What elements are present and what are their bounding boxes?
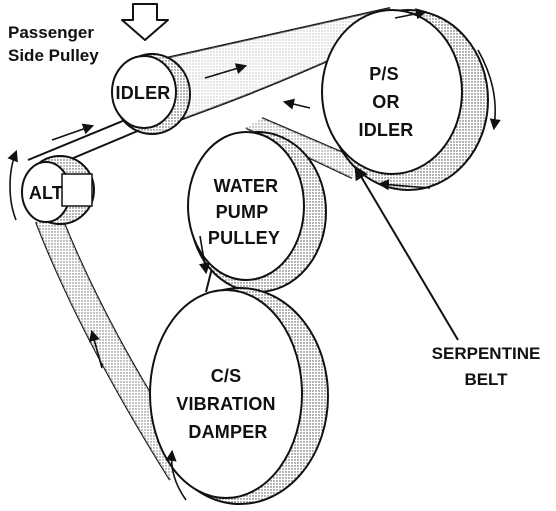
arrow-lower-mid: [282, 98, 311, 110]
down-arrow-icon: [121, 3, 169, 41]
arrow-left-up: [89, 329, 103, 369]
ps-idler-pulley: P/S OR IDLER: [321, 9, 489, 191]
alt-label: ALT: [29, 183, 63, 203]
alt-pulley: ALT: [21, 155, 95, 225]
cs-damper-label-line3: DAMPER: [188, 422, 267, 442]
arrow-alt-rotation: [7, 149, 18, 221]
water-pump-label-line1: WATER: [214, 176, 279, 196]
arrow-damper-bottom: [165, 449, 187, 501]
idler-label: IDLER: [116, 83, 171, 103]
ps-idler-label-line1: P/S: [369, 64, 399, 84]
water-pump-pulley: WATER PUMP PULLEY: [187, 131, 327, 293]
arrow-ps-bottom: [377, 179, 431, 191]
ps-idler-label-line2: OR: [372, 92, 399, 112]
water-pump-label-line2: PUMP: [216, 202, 269, 222]
rotation-arrows: [7, 8, 501, 501]
serpentine-label-line1: SERPENTINE: [432, 344, 541, 363]
ps-idler-label-line3: IDLER: [359, 120, 414, 140]
belt-texture: [36, 8, 390, 480]
arrow-alt-to-idler: [51, 123, 95, 141]
passenger-side-callout: Passenger Side Pulley: [8, 3, 169, 65]
arrow-top-right: [394, 8, 428, 20]
cs-damper-label-line1: C/S: [211, 366, 242, 386]
serpentine-belt-leader: [354, 165, 459, 341]
cs-damper-pulley: C/S VIBRATION DAMPER: [149, 287, 329, 505]
callout-label-line1: Passenger: [8, 23, 94, 42]
arrow-pump-down: [199, 235, 211, 275]
arrow-ps-right: [477, 49, 501, 131]
serpentine-label-line2: BELT: [464, 370, 508, 389]
serpentine-belt-callout: SERPENTINE BELT: [354, 165, 541, 389]
callout-label-line2: Side Pulley: [8, 46, 99, 65]
cs-damper-label-line2: VIBRATION: [176, 394, 275, 414]
idler-pulley: IDLER: [111, 53, 191, 135]
water-pump-label-line3: PULLEY: [208, 228, 280, 248]
arrow-top-span: [204, 63, 248, 79]
belt-span-alt-to-idler-upper: [27, 117, 131, 161]
